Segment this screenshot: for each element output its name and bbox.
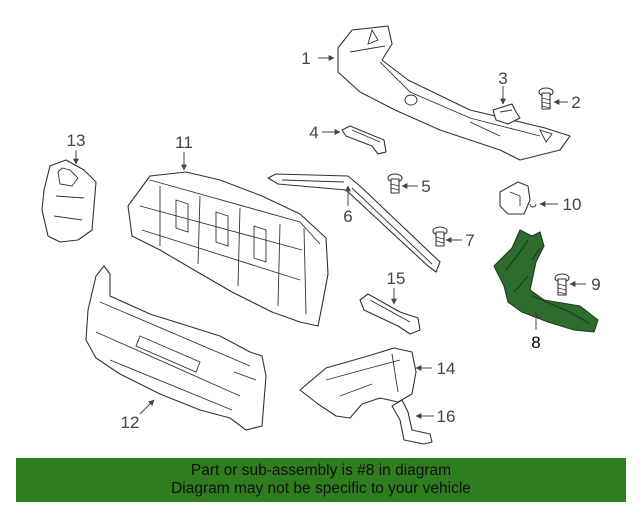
part-6-strut[interactable]	[267, 173, 441, 273]
callout-1[interactable]: 1	[301, 49, 310, 68]
part-9-screw[interactable]	[554, 273, 570, 296]
part-10-bracket[interactable]	[499, 181, 537, 215]
callout-10[interactable]: 10	[563, 195, 582, 214]
part-4-bracket[interactable]	[341, 125, 387, 155]
parts-diagram: 1 2 3 4 5 6 7 8 9 10 11 12 13 14 15 16	[41, 25, 601, 445]
part-8-highlighted-bracket[interactable]	[493, 229, 599, 333]
part-16-bracket[interactable]	[391, 399, 433, 445]
part-11-radiator-frame[interactable]	[127, 171, 329, 327]
callout-13[interactable]: 13	[67, 131, 86, 150]
part-14-air-duct[interactable]	[299, 347, 417, 419]
leader-12	[139, 399, 155, 415]
callout-16[interactable]: 16	[437, 407, 456, 426]
callout-2[interactable]: 2	[571, 93, 580, 112]
callout-3[interactable]: 3	[498, 69, 507, 88]
callout-15[interactable]: 15	[387, 269, 406, 288]
callout-7[interactable]: 7	[465, 231, 474, 250]
part-3-clip[interactable]	[492, 103, 521, 125]
callout-8[interactable]: 8	[531, 333, 540, 352]
part-5-screw[interactable]	[387, 173, 403, 194]
callout-5[interactable]: 5	[421, 177, 430, 196]
callout-4[interactable]: 4	[309, 123, 318, 142]
callout-14[interactable]: 14	[437, 359, 456, 378]
banner-line-1: Part or sub-assembly is #8 in diagram	[190, 462, 452, 479]
part-2-screw[interactable]	[538, 87, 554, 110]
callout-9[interactable]: 9	[591, 275, 600, 294]
part-1-upper-carrier[interactable]	[337, 25, 571, 161]
part-13-air-guide[interactable]	[41, 159, 97, 243]
part-15-bracket[interactable]	[359, 293, 421, 335]
callout-11[interactable]: 11	[175, 133, 193, 152]
banner-line-2: Diagram may not be specific to your vehi…	[171, 480, 471, 497]
part-7-screw[interactable]	[432, 226, 448, 247]
part-12-lower-duct[interactable]	[85, 265, 267, 431]
callout-6[interactable]: 6	[343, 207, 352, 226]
callout-12[interactable]: 12	[121, 413, 140, 432]
info-banner: Part or sub-assembly is #8 in diagram Di…	[16, 458, 626, 502]
